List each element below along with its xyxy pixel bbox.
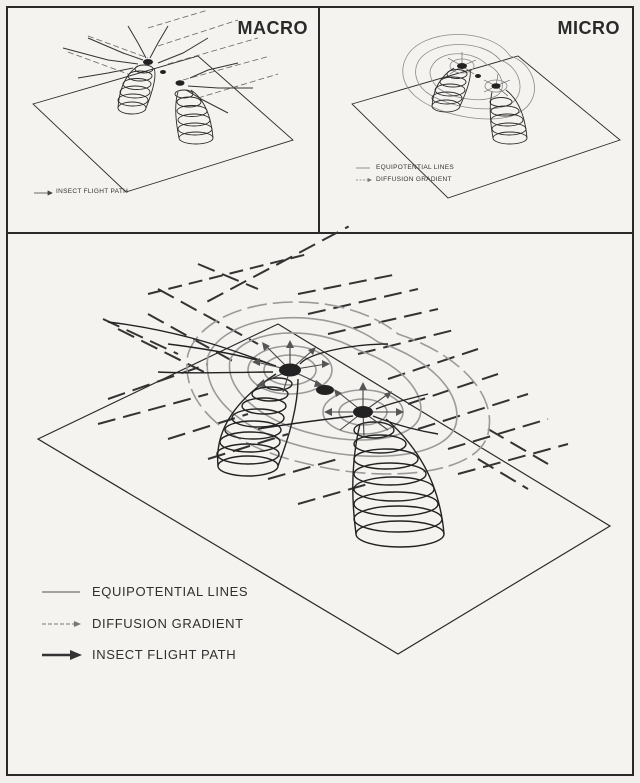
micro-plume-right bbox=[489, 89, 528, 145]
main-equipotential-lines bbox=[186, 301, 491, 475]
main-legend-diffusion-label: DIFFUSION GRADIENT bbox=[92, 616, 244, 631]
main-legend-equipotential-label: EQUIPOTENTIAL LINES bbox=[92, 584, 249, 599]
micro-panel: MICRO bbox=[318, 6, 634, 236]
macro-title: MACRO bbox=[237, 18, 308, 38]
macro-legend-arrow bbox=[34, 190, 53, 196]
micro-diagram bbox=[351, 34, 621, 199]
micro-sources bbox=[457, 63, 501, 89]
main-ground-plane bbox=[36, 323, 612, 655]
main-flight-paths bbox=[107, 321, 439, 435]
main-gradient-dashes bbox=[97, 225, 569, 505]
micro-ground-plane bbox=[351, 55, 621, 199]
macro-gradient-dashes bbox=[67, 9, 279, 99]
micro-legend-equipotential-label: EQUIPOTENTIAL LINES bbox=[376, 164, 455, 171]
macro-plume-right bbox=[174, 89, 214, 145]
main-sources bbox=[279, 363, 373, 418]
micro-equipotential-lines bbox=[402, 34, 535, 120]
macro-sources bbox=[143, 59, 185, 86]
macro-diagram bbox=[32, 9, 294, 196]
micro-legend-diffusion-label: DIFFUSION GRADIENT bbox=[376, 176, 452, 183]
macro-ground-plane bbox=[32, 55, 294, 193]
main-legend-flight-label: INSECT FLIGHT PATH bbox=[92, 647, 237, 662]
main-arrowheads bbox=[252, 340, 404, 416]
main-plume-right bbox=[352, 418, 445, 548]
macro-panel: MACRO bbox=[6, 6, 322, 236]
micro-legend-marks bbox=[356, 167, 372, 183]
micro-plume-left bbox=[431, 67, 471, 113]
micro-title: MICRO bbox=[557, 18, 620, 38]
macro-legend-flight-label: INSECT FLIGHT PATH bbox=[56, 188, 129, 195]
macro-flight-paths bbox=[62, 25, 253, 114]
macro-plume-left bbox=[117, 64, 156, 115]
main-legend-marks bbox=[42, 591, 82, 660]
combined-panel: EQUIPOTENTIAL LINES DIFFUSION GRADIENT I… bbox=[6, 225, 634, 776]
combined-diagram bbox=[36, 225, 612, 660]
